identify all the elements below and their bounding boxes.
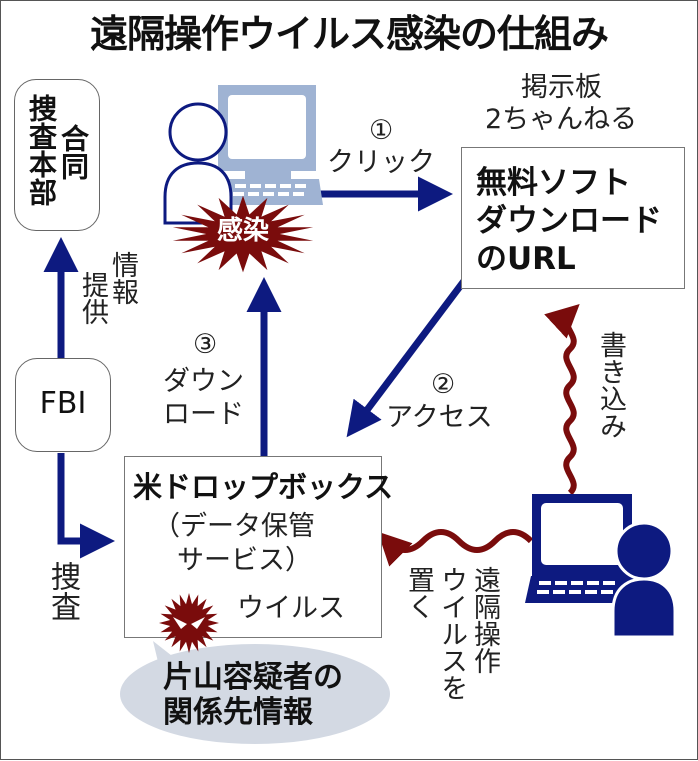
url-box-line2: ダウンロード: [476, 203, 662, 239]
info-provide-label-line1: 情報: [107, 251, 138, 305]
url-box-line1: 無料ソフト: [476, 165, 631, 201]
click-step-number: ①: [369, 115, 394, 146]
dropbox-line1: 米ドロップボックス: [133, 470, 394, 504]
arrow-access: [346, 270, 473, 438]
dropbox-line3: サービス）: [177, 545, 312, 576]
url-box-line3: のURL: [476, 241, 576, 277]
access-step-number: ②: [431, 369, 456, 400]
dropbox-line2: （データ保管: [153, 511, 315, 542]
joint-investigation-hq-node: 捜査本部 合同: [14, 79, 100, 231]
victim-computer-icon: [218, 85, 323, 205]
click-label: クリック: [327, 147, 435, 178]
attacker-person-icon: [611, 521, 677, 639]
access-label: アクセス: [386, 402, 493, 433]
fbi-node: FBI: [15, 358, 111, 452]
victim-person-icon: [163, 102, 233, 225]
bbs-caption-line2: 2ちゃんねる: [485, 104, 638, 135]
virus-label: ウイルス: [237, 593, 345, 624]
place-virus-label-line2: ウイルスを: [436, 566, 467, 701]
diagram-title: 遠隔操作ウイルス感染の仕組み: [89, 12, 609, 56]
joint-hq-label-line2: 合同: [57, 124, 90, 180]
infection-burst-icon: [172, 195, 314, 273]
free-software-url-node: 無料ソフト ダウンロード のURL: [461, 147, 685, 289]
place-virus-label-line3: 置く: [403, 566, 434, 620]
fbi-label: FBI: [39, 386, 87, 421]
joint-hq-label-line1: 捜査本部: [25, 94, 58, 206]
download-label-line2: ロード: [163, 399, 244, 430]
dropbox-node: 米ドロップボックス （データ保管 サービス） ウイルス: [124, 456, 393, 638]
arrow-investigate: [57, 453, 115, 559]
arrow-place-virus: [377, 529, 534, 567]
download-label-line1: ダウン: [163, 366, 244, 397]
attacker-computer-icon: [525, 494, 639, 603]
infection-badge-label: 感染: [217, 216, 270, 246]
suspect-info-line2: 関係先情報: [163, 695, 313, 730]
info-provide-label-line2: 提供: [77, 271, 108, 325]
place-virus-label-line1: 遠隔操作: [469, 566, 500, 674]
arrow-write: [544, 304, 580, 496]
write-label: 書き込み: [595, 331, 626, 439]
download-step-number: ③: [193, 329, 218, 360]
bbs-caption-line1: 掲示板: [521, 72, 602, 103]
suspect-info-line1: 片山容疑者の: [163, 660, 343, 695]
investigate-label: 捜査: [45, 561, 80, 621]
